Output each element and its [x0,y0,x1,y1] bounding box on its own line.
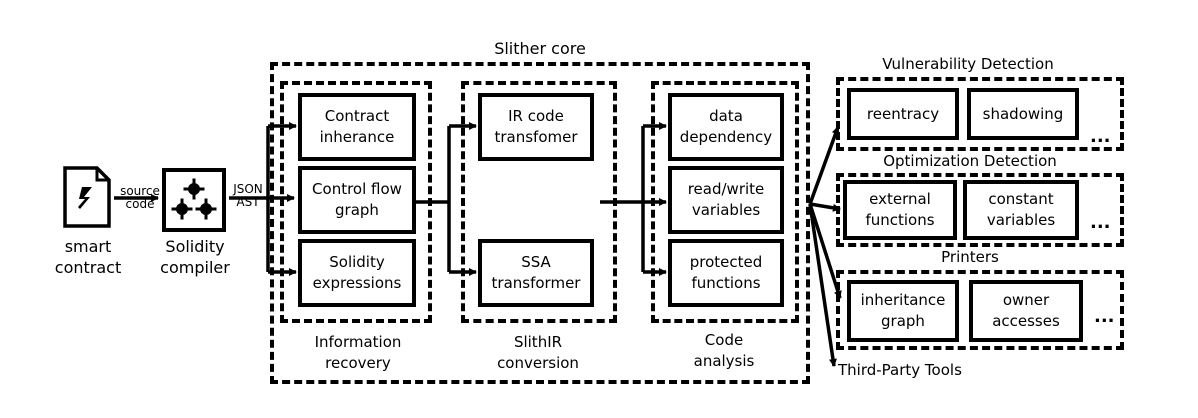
information-recovery-group [280,81,432,323]
solidity-compiler-box [162,168,226,232]
gears-icon [171,178,217,220]
reentrancy-box: reentracy [847,88,959,140]
code-analysis-caption: Code analysis [693,331,755,370]
ssa-transformer-box: SSA transformer [478,239,594,307]
printers-title: Printers [941,248,999,266]
json-ast-label: JSON AST [233,182,263,209]
contract-inheritance-box: Contract inherance [298,93,416,161]
inheritance-graph-box: inheritance graph [847,280,959,342]
ir-code-transformer-box: IR code transfomer [478,93,594,161]
vulnerability-ellipsis: ... [1090,126,1111,147]
slithir-conversion-group [461,81,617,323]
protected-functions-box: protected functions [668,239,784,307]
arrow-to-third-party [808,203,837,367]
external-functions-box: external functions [843,180,957,240]
vulnerability-detection-title: Vulnerability Detection [882,55,1054,73]
constant-variables-box: constant variables [963,180,1079,240]
data-dependency-box: data dependency [668,93,784,161]
slither-core-title: Slither core [494,39,586,58]
shadowing-box: shadowing [967,88,1079,140]
information-recovery-caption: Information recovery [314,333,402,372]
optimization-ellipsis: ... [1090,212,1111,233]
optimization-detection-group [836,173,1124,247]
slithir-conversion-caption: SlithIR conversion [497,333,579,372]
arrow-to-printers [808,203,842,299]
source-code-label: source code [120,184,160,211]
code-analysis-group [651,81,799,323]
slither-core-container [270,62,810,384]
printers-group [836,270,1124,350]
solidity-compiler-label: Solidity compiler [160,237,230,277]
read-write-variables-box: read/write variables [668,166,784,234]
optimization-detection-title: Optimization Detection [883,152,1057,170]
arrow-to-vulnerability [808,126,840,205]
solidity-expressions-box: Solidity expressions [298,239,416,307]
smart-contract-file-icon [63,166,111,228]
arrow-to-optimization [809,202,841,212]
smart-contract-label: smart contract [54,237,122,277]
third-party-tools-label: Third-Party Tools [838,361,962,379]
printers-ellipsis: ... [1094,306,1115,327]
control-flow-graph-box: Control flow graph [298,166,416,234]
vulnerability-detection-group [836,77,1124,151]
owner-accesses-box: owner accesses [969,280,1083,342]
